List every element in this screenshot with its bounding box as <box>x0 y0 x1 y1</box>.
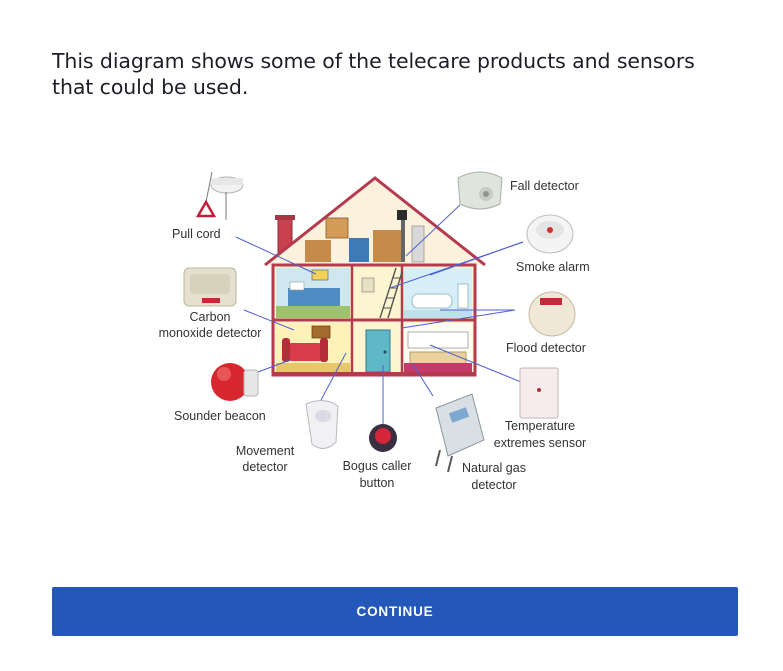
label-carbon-monoxide-detector-line2: monoxide detector <box>159 326 262 340</box>
label-fall-detector: Fall detector <box>510 179 579 193</box>
intro-text-line1: This diagram shows some of the telecare … <box>52 49 695 73</box>
label-smoke-alarm: Smoke alarm <box>516 260 590 274</box>
label-carbon-monoxide-detector-line1: Carbon <box>190 310 231 324</box>
label-bogus-caller-line1: Bogus caller <box>343 459 412 473</box>
label-natural-gas-detector-line2: detector <box>471 478 516 492</box>
intro-text: This diagram shows some of the telecare … <box>52 48 752 100</box>
diagram-labels: Pull cord Carbon monoxide detector Sound… <box>159 179 590 492</box>
temperature-sensor-icon <box>519 367 559 419</box>
continue-button[interactable]: CONTINUE <box>52 587 738 636</box>
label-pull-cord: Pull cord <box>172 227 221 241</box>
sounder-beacon-icon <box>211 363 259 401</box>
smoke-alarm-icon <box>526 214 574 254</box>
movement-detector-icon <box>305 400 339 449</box>
telecare-diagram-svg: Pull cord Carbon monoxide detector Sound… <box>159 171 590 492</box>
telecare-diagram: Pull cord Carbon monoxide detector Sound… <box>140 160 620 500</box>
label-flood-detector: Flood detector <box>506 341 586 355</box>
label-sounder-beacon: Sounder beacon <box>174 409 266 423</box>
label-movement-detector-line1: Movement <box>236 444 295 458</box>
bogus-caller-button-icon <box>369 424 397 452</box>
label-temperature-sensor-line1: Temperature <box>505 419 575 433</box>
pull-cord-icon <box>195 171 244 220</box>
label-natural-gas-detector-line1: Natural gas <box>462 461 526 475</box>
intro-text-line2: that could be used. <box>52 75 249 99</box>
fall-detector-icon <box>457 171 503 210</box>
flood-detector-icon <box>528 291 576 337</box>
label-temperature-sensor-line2: extremes sensor <box>494 436 586 450</box>
carbon-monoxide-detector-icon <box>183 267 237 307</box>
label-movement-detector-line2: detector <box>242 460 287 474</box>
label-bogus-caller-line2: button <box>360 476 395 490</box>
house-illustration <box>264 176 486 377</box>
natural-gas-detector-icon <box>435 393 485 473</box>
leader-lines <box>235 204 527 424</box>
